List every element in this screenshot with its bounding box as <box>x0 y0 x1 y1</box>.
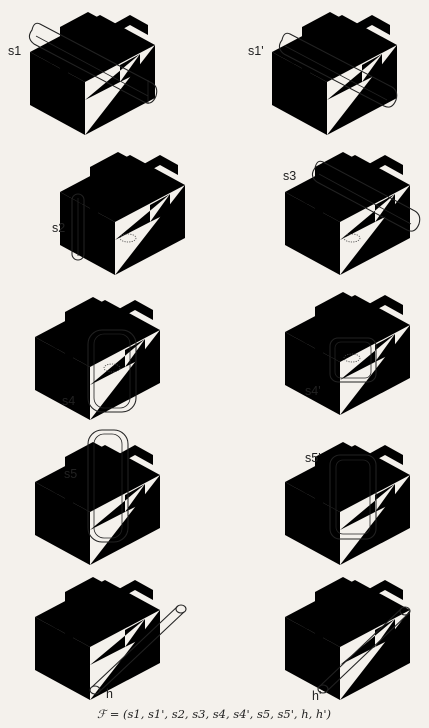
panel-s1p: s1' <box>248 12 398 135</box>
label-s5: s5 <box>64 467 77 481</box>
label-s5p: s5' <box>305 451 321 465</box>
panel-hp: h' <box>285 577 411 703</box>
panel-s2: s2 <box>52 152 185 275</box>
panel-s4p: s4' <box>285 292 410 415</box>
panel-s3: s3 <box>283 152 421 275</box>
panel-s1: s1 <box>8 12 158 135</box>
panel-s4: s4 <box>35 297 160 420</box>
label-s1p: s1' <box>248 44 264 58</box>
label-s4: s4 <box>62 394 75 408</box>
panel-h: h <box>35 577 187 701</box>
label-h: h <box>106 687 113 701</box>
label-s1: s1 <box>8 44 21 58</box>
label-s3: s3 <box>283 169 296 183</box>
label-s2: s2 <box>52 221 65 235</box>
panel-s5p: s5' <box>285 442 410 565</box>
label-s4p: s4' <box>305 384 321 398</box>
panel-s5: s5 <box>35 429 160 565</box>
feature-set-caption: ℱ = (s1, s1', s2, s3, s4, s4', s5, s5', … <box>97 707 331 721</box>
label-hp: h' <box>312 689 321 703</box>
